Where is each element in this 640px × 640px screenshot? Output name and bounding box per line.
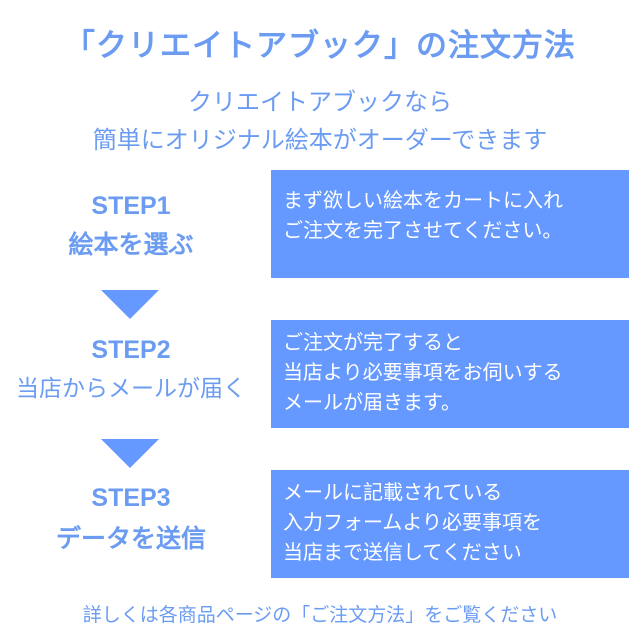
footer-note: 詳しくは各商品ページの「ご注文方法」をご覧ください bbox=[82, 605, 558, 626]
step-3-line: メールに記載されている bbox=[283, 482, 503, 504]
step-2-line: 当店より必要事項をお伺いする bbox=[283, 362, 563, 384]
step-1-line: ご注文を完了させてください。 bbox=[283, 220, 563, 242]
step-3-description-box: メールに記載されている 入力フォームより必要事項を 当店まで送信してください bbox=[271, 470, 629, 578]
step-3-line: 当店まで送信してください bbox=[283, 542, 522, 564]
down-arrow-icon bbox=[101, 439, 159, 468]
step-2-name: 当店からメールが届く bbox=[16, 375, 246, 401]
step-2-line: ご注文が完了すると bbox=[283, 332, 463, 354]
subtitle-line-1: クリエイトアブックなら bbox=[188, 89, 452, 116]
step-1-line: まず欲しい絵本をカートに入れ bbox=[283, 190, 563, 212]
step-3-line: 入力フォームより必要事項を bbox=[283, 512, 542, 534]
step-2-label: STEP2 当店からメールが届く bbox=[0, 336, 262, 403]
step-1-description-box: まず欲しい絵本をカートに入れ ご注文を完了させてください。 bbox=[271, 170, 629, 278]
step-2-line: メールが届きます。 bbox=[283, 392, 461, 414]
step-1-label: STEP1 絵本を選ぶ bbox=[0, 192, 262, 261]
step-2-description-box: ご注文が完了すると 当店より必要事項をお伺いする メールが届きます。 bbox=[271, 320, 629, 428]
page-title: 「クリエイトアブック」の注文方法 bbox=[64, 28, 576, 63]
step-1-number: STEP1 bbox=[91, 192, 171, 220]
step-3-name: データを送信 bbox=[55, 525, 206, 553]
step-1-name: 絵本を選ぶ bbox=[68, 231, 194, 259]
step-3-label: STEP3 データを送信 bbox=[0, 484, 262, 555]
down-arrow-icon bbox=[101, 290, 159, 319]
step-2-number: STEP2 bbox=[91, 336, 171, 364]
subtitle-line-2: 簡単にオリジナル絵本がオーダーできます bbox=[92, 127, 548, 154]
step-3-number: STEP3 bbox=[91, 484, 171, 512]
